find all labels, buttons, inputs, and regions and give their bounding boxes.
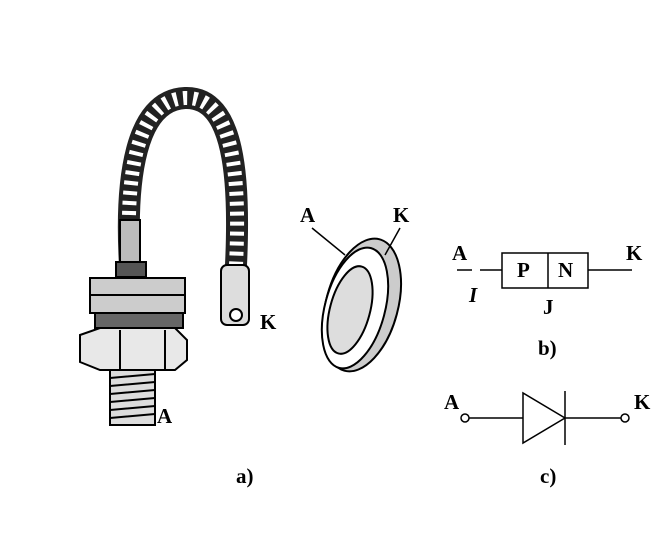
caption-a: a) [236,464,254,488]
caption-c: c) [540,464,557,488]
cable-crimp [119,219,141,266]
p-region-label: P [517,258,530,282]
diode-symbol [460,391,630,445]
current-label: I [469,283,478,307]
cathode-terminal [620,413,630,423]
diode-triangle [522,391,567,445]
disc-anode-label: A [300,203,316,227]
pn-anode-label: A [452,241,468,265]
n-region-label: N [558,258,574,282]
symbol-cathode-label: K [634,390,651,414]
disc-diode-illustration [311,227,402,373]
pn-box [501,252,589,289]
anode-terminal [460,413,470,423]
stud-cathode-label: K [260,310,277,334]
disc-cathode-label: K [393,203,410,227]
stud-anode-label: A [157,404,173,428]
symbol-anode-label: A [444,390,460,414]
junction-label: J [543,295,554,319]
stud-diode-illustration [79,87,250,426]
caption-b: b) [538,336,557,360]
terminal-lug [220,264,250,326]
pn-cathode-label: K [626,241,643,265]
pn-structure [457,252,632,289]
nut [79,327,188,371]
